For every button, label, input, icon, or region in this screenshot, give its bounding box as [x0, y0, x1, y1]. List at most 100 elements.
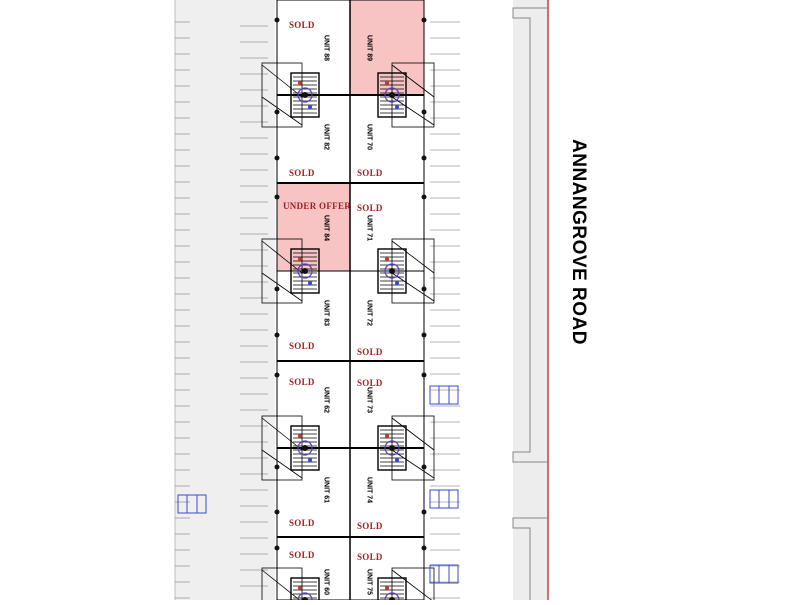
- column-marker: [421, 194, 427, 200]
- stair-core: [377, 238, 435, 304]
- ramp-diagonal: [261, 569, 303, 603]
- stair-core: [261, 238, 320, 304]
- ramp-diagonal: [391, 96, 435, 126]
- stair-core: [377, 415, 435, 481]
- unit-label-u61[interactable]: UNIT 61: [322, 476, 330, 504]
- unit-label-u74[interactable]: UNIT 74: [365, 476, 373, 504]
- column-marker: [421, 545, 427, 551]
- column-marker: [274, 372, 280, 378]
- fixture-dot: [308, 281, 312, 285]
- unit-label-u62[interactable]: UNIT 62: [322, 386, 330, 414]
- fixture-dot: [385, 434, 389, 438]
- ramp-diagonal: [391, 272, 435, 302]
- unit-label-u60[interactable]: UNIT 60: [322, 568, 330, 596]
- ramp-diagonal: [391, 240, 435, 274]
- unit-status-u75: SOLD: [357, 552, 383, 562]
- unit-label-u72[interactable]: UNIT 72: [365, 299, 373, 327]
- ramp-diagonal: [391, 569, 435, 603]
- column-marker: [274, 464, 280, 470]
- stair-well: [290, 248, 320, 294]
- fixture-dot: [395, 281, 399, 285]
- column-marker: [421, 17, 427, 23]
- column-marker: [274, 109, 280, 115]
- toilet-fixture: [297, 263, 313, 279]
- toilet-fixture: [297, 440, 313, 456]
- unit-status-u82: SOLD: [289, 168, 315, 178]
- kerb-outline-lower: [512, 517, 548, 600]
- column-marker: [274, 545, 280, 551]
- unit-status-u72: SOLD: [357, 347, 383, 357]
- bike-rack-icon: [429, 489, 459, 509]
- column-marker: [421, 464, 427, 470]
- unit-label-u88[interactable]: UNIT 88: [322, 34, 330, 62]
- fixture-dot: [298, 586, 302, 590]
- column-marker: [421, 372, 427, 378]
- unit-label-u73[interactable]: UNIT 73: [365, 386, 373, 414]
- unit-cell-u89: [349, 0, 425, 96]
- column-marker: [421, 332, 427, 338]
- unit-status-u83: SOLD: [289, 341, 315, 351]
- column-marker: [421, 509, 427, 515]
- fixture-dot: [298, 81, 302, 85]
- column-marker: [274, 286, 280, 292]
- unit-label-u70[interactable]: UNIT 70: [365, 123, 373, 151]
- unit-cell-u62: [276, 360, 351, 449]
- toilet-fixture: [384, 87, 400, 103]
- column-marker: [421, 109, 427, 115]
- road-name-label: ANNANGROVE ROAD: [568, 139, 589, 345]
- left-yard: [175, 0, 275, 600]
- fixture-dot: [298, 434, 302, 438]
- stair-well: [290, 425, 320, 471]
- stair-well: [377, 72, 407, 118]
- unit-cell-u88: [276, 0, 351, 96]
- unit-label-u71[interactable]: UNIT 71: [365, 214, 373, 242]
- ramp-diagonal: [261, 449, 303, 479]
- fixture-dot: [308, 105, 312, 109]
- ramp-diagonal: [261, 64, 303, 98]
- stair-well: [290, 72, 320, 118]
- fixture-dot: [308, 458, 312, 462]
- fixture-dot: [395, 458, 399, 462]
- stair-well: [377, 425, 407, 471]
- ramp-diagonal: [391, 64, 435, 98]
- column-marker: [274, 509, 280, 515]
- ramp-diagonal: [261, 272, 303, 302]
- unit-cell-u82: [276, 94, 351, 184]
- unit-label-u82[interactable]: UNIT 82: [322, 123, 330, 151]
- unit-cell-u75: [349, 536, 425, 601]
- unit-label-u75[interactable]: UNIT 75: [365, 568, 373, 596]
- bike-rack-icon: [429, 564, 459, 584]
- bike-rack-icon: [429, 385, 459, 405]
- unit-status-u73: SOLD: [357, 378, 383, 388]
- unit-label-u84[interactable]: UNIT 84: [322, 214, 330, 242]
- stair-core: [377, 62, 435, 128]
- fixture-dot: [385, 257, 389, 261]
- ramp-diagonal: [261, 96, 303, 126]
- unit-status-u60: SOLD: [289, 550, 315, 560]
- unit-status-u61: SOLD: [289, 518, 315, 528]
- unit-status-u71: SOLD: [357, 203, 383, 213]
- column-marker: [274, 17, 280, 23]
- column-marker: [421, 155, 427, 161]
- unit-status-u62: SOLD: [289, 377, 315, 387]
- ramp-diagonal: [261, 240, 303, 274]
- fixture-dot: [385, 586, 389, 590]
- toilet-fixture: [297, 87, 313, 103]
- unit-status-u88: SOLD: [289, 20, 315, 30]
- fixture-dot: [395, 105, 399, 109]
- fixture-dot: [389, 445, 395, 451]
- unit-label-u89[interactable]: UNIT 89: [365, 34, 373, 62]
- column-marker: [421, 286, 427, 292]
- column-marker: [274, 194, 280, 200]
- unit-cell-u84: [276, 182, 351, 272]
- unit-status-u74: SOLD: [357, 521, 383, 531]
- bike-rack-frame: [177, 494, 207, 514]
- unit-label-u83[interactable]: UNIT 83: [322, 299, 330, 327]
- fixture-dot: [302, 268, 308, 274]
- bike-rack-frame: [429, 385, 459, 405]
- bike-rack-frame: [429, 489, 459, 509]
- bike-rack-icon: [177, 494, 207, 514]
- ramp-diagonal: [391, 417, 435, 451]
- stair-core: [261, 415, 320, 481]
